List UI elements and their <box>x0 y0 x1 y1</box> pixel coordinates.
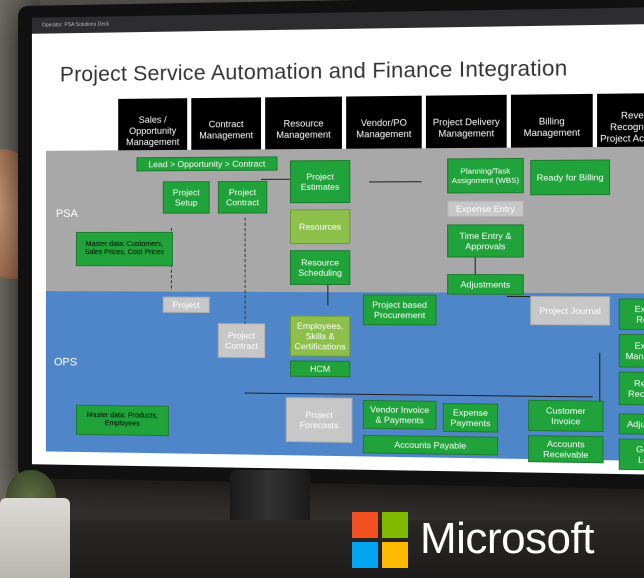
monitor: Operator: PSA Solutions Deck Project Ser… <box>18 0 644 490</box>
revenue-recognition-box: Revenue Recognition <box>618 371 644 406</box>
logo-square-blue <box>352 542 378 568</box>
planning-task-box: Planning/Task Assignment (WBS) <box>447 157 524 194</box>
expense-payments-box: Expense Payments <box>442 402 499 433</box>
resource-scheduling-box: Resource Scheduling <box>289 250 351 286</box>
resources-box: Resources <box>289 209 351 245</box>
accounts-receivable-box: Accounts Receivable <box>528 435 604 464</box>
adjustments-ops-box: Adjustments <box>618 413 644 436</box>
general-ledger-box: General Ledger <box>618 438 644 471</box>
hcm-box: HCM <box>289 360 351 378</box>
slide-title: Project Service Automation and Finance I… <box>59 56 568 87</box>
employees-skills-box: Employees, Skills & Certifications <box>289 315 351 357</box>
psa-label: PSA <box>55 207 78 220</box>
ops-label: OPS <box>53 356 78 369</box>
project-forecasts-box: Project Forecasts <box>285 397 353 443</box>
customer-invoice-box: Customer Invoice <box>528 399 604 433</box>
logo-square-yellow <box>382 542 408 568</box>
ready-for-billing-box: Ready for Billing <box>530 159 611 196</box>
window-titlebar: Operator: PSA Solutions Deck <box>31 6 644 34</box>
desk <box>0 520 644 578</box>
adjustments-psa-box: Adjustments <box>447 273 524 295</box>
project-contract-ops-box: Project Contract <box>217 323 266 359</box>
lead-opportunity-contract-box: Lead > Opportunity > Contract <box>136 156 278 172</box>
screen: Operator: PSA Solutions Deck Project Ser… <box>31 6 644 476</box>
project-journal-box: Project Journal <box>530 295 611 326</box>
logo-square-red <box>352 512 378 538</box>
project-setup-box: Project Setup <box>162 181 210 214</box>
vendor-invoice-box: Vendor Invoice & Payments <box>362 399 437 430</box>
expense-reports-box: Expense Reports <box>618 298 644 331</box>
master-data-ops-box: Master data: Products, Employees <box>75 404 169 437</box>
expense-entry-box: Expense Entry <box>447 200 524 218</box>
master-data-psa-box: Master data: Customers, Sales Prices, Co… <box>75 231 173 267</box>
project-estimates-box: Project Estimates <box>289 160 351 204</box>
connector <box>244 217 246 330</box>
project-contract-box: Project Contract <box>217 180 268 214</box>
expense-management-box: Expense Management <box>618 333 644 369</box>
time-entry-box: Time Entry & Approvals <box>447 224 524 258</box>
microsoft-logo-icon <box>352 512 408 568</box>
project-ops-box: Project <box>162 296 210 314</box>
plant-pot <box>0 498 70 578</box>
logo-square-green <box>382 512 408 538</box>
project-procurement-box: Project based Procurement <box>362 294 437 326</box>
accounts-payable-box: Accounts Payable <box>362 434 499 456</box>
microsoft-wordmark: Microsoft <box>420 514 594 563</box>
